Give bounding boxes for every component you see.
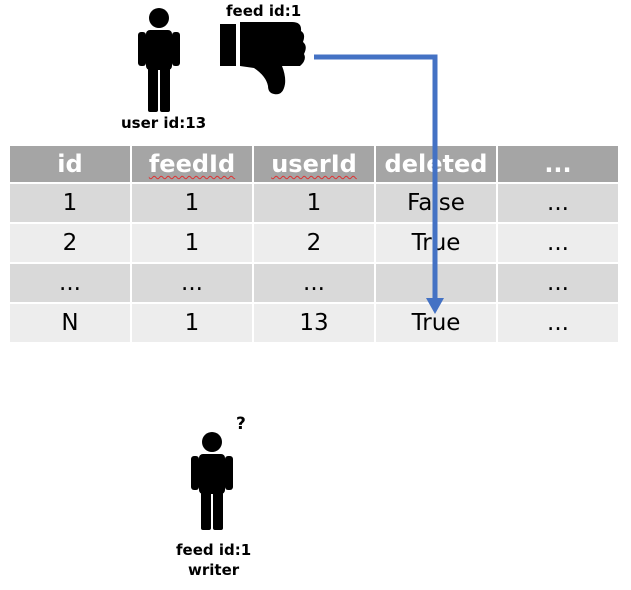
header-id: id: [8, 144, 132, 184]
cell: 2: [8, 222, 132, 264]
table-row: 2 1 2 True ...: [8, 222, 620, 264]
cell: 1: [130, 182, 254, 224]
user-label: user id:13: [121, 114, 207, 132]
header-more: ...: [496, 144, 620, 184]
feed-label: feed id:1: [226, 2, 302, 20]
cell: ...: [8, 262, 132, 304]
table-row: N 1 13 True ...: [8, 302, 620, 344]
header-feedid: feedId: [130, 144, 254, 184]
cell: 2: [252, 222, 376, 264]
cell: False: [374, 182, 498, 224]
table-header-row: id feedId userId deleted ...: [8, 144, 620, 184]
question-mark: ?: [236, 414, 246, 434]
cell: ...: [130, 262, 254, 304]
table-row: ... ... ... ...: [8, 262, 620, 304]
writer-label-line1: feed id:1: [176, 541, 252, 559]
person-icon: [138, 8, 180, 112]
cell: True: [374, 222, 498, 264]
header-deleted: deleted: [374, 144, 498, 184]
cell: 1: [8, 182, 132, 224]
data-table: id feedId userId deleted ... 1 1 1 False…: [8, 144, 620, 344]
cell: 1: [130, 302, 254, 344]
cell: ...: [496, 302, 620, 344]
cell: [374, 262, 498, 304]
cell-highlighted: True: [374, 302, 498, 344]
header-userid: userId: [252, 144, 376, 184]
cell: 1: [130, 222, 254, 264]
cell: 1: [252, 182, 376, 224]
cell: 13: [252, 302, 376, 344]
thumbs-down-icon: [220, 22, 306, 95]
table-row: 1 1 1 False ...: [8, 182, 620, 224]
cell: ...: [496, 182, 620, 224]
writer-label-line2: writer: [188, 561, 240, 579]
person-icon: [191, 432, 233, 530]
cell: N: [8, 302, 132, 344]
cell: ...: [252, 262, 376, 304]
cell: ...: [496, 222, 620, 264]
cell: ...: [496, 262, 620, 304]
